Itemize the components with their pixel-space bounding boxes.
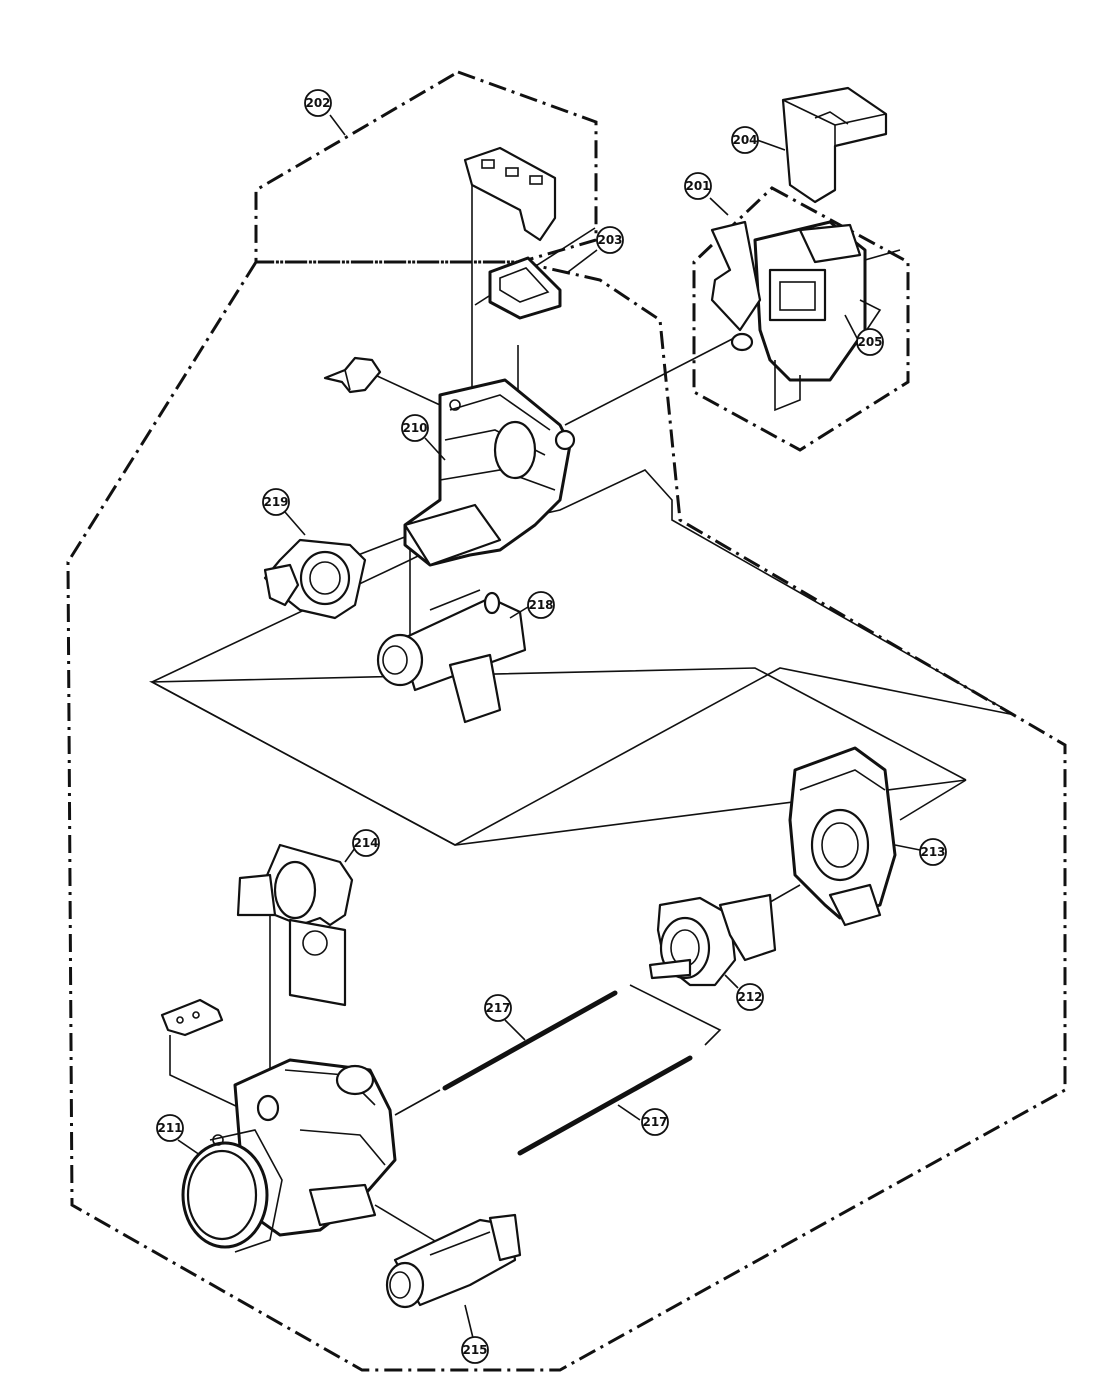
leader-203 <box>567 249 598 273</box>
callout-circle <box>731 126 759 154</box>
leader-213 <box>894 844 921 851</box>
callout-label: 218 <box>528 598 553 612</box>
callout-219: 219 <box>262 488 290 516</box>
callout-label: 217 <box>642 1115 667 1129</box>
leader-205 <box>844 314 859 341</box>
part-203-pad <box>488 256 562 320</box>
leader-204 <box>756 139 786 151</box>
callout-211: 211 <box>156 1114 184 1142</box>
callout-circle <box>156 1114 184 1142</box>
part-clip <box>323 356 382 394</box>
callout-210: 210 <box>401 414 429 442</box>
callout-205: 205 <box>856 328 884 356</box>
callout-circle <box>527 591 555 619</box>
callout-label: 202 <box>305 96 330 110</box>
callout-label: 205 <box>857 335 882 349</box>
callout-202: 202 <box>304 89 332 117</box>
callout-217b: 217 <box>641 1108 669 1136</box>
callout-label: 212 <box>737 990 762 1004</box>
part-217-shaft-lower <box>517 1055 693 1156</box>
callout-layer: 202 203 204 201 205 210 219 218 214 213 212 217 217 2… <box>156 89 947 1364</box>
part-212-holder <box>648 893 777 987</box>
assembly-outline-lower <box>148 667 967 846</box>
part-219-holder <box>263 538 367 620</box>
callout-circle <box>352 829 380 857</box>
callout-label: 214 <box>353 836 378 850</box>
callout-label: 204 <box>732 133 757 147</box>
part-218-motor <box>376 589 527 724</box>
callout-label: 213 <box>920 845 945 859</box>
callout-204: 204 <box>731 126 759 154</box>
callout-circle <box>484 994 512 1022</box>
part-204-cover <box>781 86 888 204</box>
part-217-shaft-upper <box>442 990 618 1091</box>
callout-label: 217 <box>485 1001 510 1015</box>
part-205-pickup <box>710 220 901 412</box>
guide-line-210-205 <box>564 334 741 426</box>
leader-210 <box>424 437 446 461</box>
leader-201 <box>709 197 729 216</box>
callout-label: 201 <box>685 179 710 193</box>
part-211-lens-frame <box>181 1058 397 1253</box>
part-215-motor <box>385 1213 522 1309</box>
callout-circle <box>401 414 429 442</box>
leader-215 <box>464 1304 474 1339</box>
leader-202 <box>329 114 346 136</box>
part-213-assembly <box>788 746 897 927</box>
leader-219 <box>284 511 306 536</box>
callout-circle <box>684 172 712 200</box>
callout-circle <box>736 983 764 1011</box>
callout-203: 203 <box>596 226 624 254</box>
leader-211 <box>177 1139 201 1156</box>
guide-line-plate <box>169 1035 256 1116</box>
guide-line-217 <box>394 1089 441 1116</box>
callout-label: 219 <box>263 495 288 509</box>
part-upper-bracket <box>463 146 557 242</box>
callout-circle <box>919 838 947 866</box>
guide-line-clip <box>374 374 441 406</box>
leader-218 <box>509 606 529 619</box>
part-small-plate <box>160 998 224 1037</box>
callout-circle <box>262 488 290 516</box>
callout-217a: 217 <box>484 994 512 1022</box>
callout-212: 212 <box>736 983 764 1011</box>
callout-circle <box>641 1108 669 1136</box>
callout-214: 214 <box>352 829 380 857</box>
leader-217b <box>617 1104 641 1121</box>
guide-line-213-frame <box>899 779 967 821</box>
callout-label: 215 <box>462 1343 487 1357</box>
callout-213: 213 <box>919 838 947 866</box>
callout-201: 201 <box>684 172 712 200</box>
callout-218: 218 <box>527 591 555 619</box>
callout-label: 210 <box>402 421 427 435</box>
callout-circle <box>856 328 884 356</box>
guide-line-lower-frame <box>629 984 722 1046</box>
part-214-bracket <box>236 843 354 1007</box>
callout-circle <box>461 1336 489 1364</box>
callout-215: 215 <box>461 1336 489 1364</box>
leader-214 <box>344 847 356 863</box>
group-boundary-outer <box>66 260 1067 1372</box>
callout-circle <box>596 226 624 254</box>
part-210-frame <box>403 378 576 567</box>
callout-circle <box>304 89 332 117</box>
callout-label: 203 <box>597 233 622 247</box>
group-boundary-201 <box>692 186 910 452</box>
leader-212 <box>724 974 739 989</box>
leader-217a <box>504 1019 526 1041</box>
callout-label: 211 <box>157 1121 182 1135</box>
